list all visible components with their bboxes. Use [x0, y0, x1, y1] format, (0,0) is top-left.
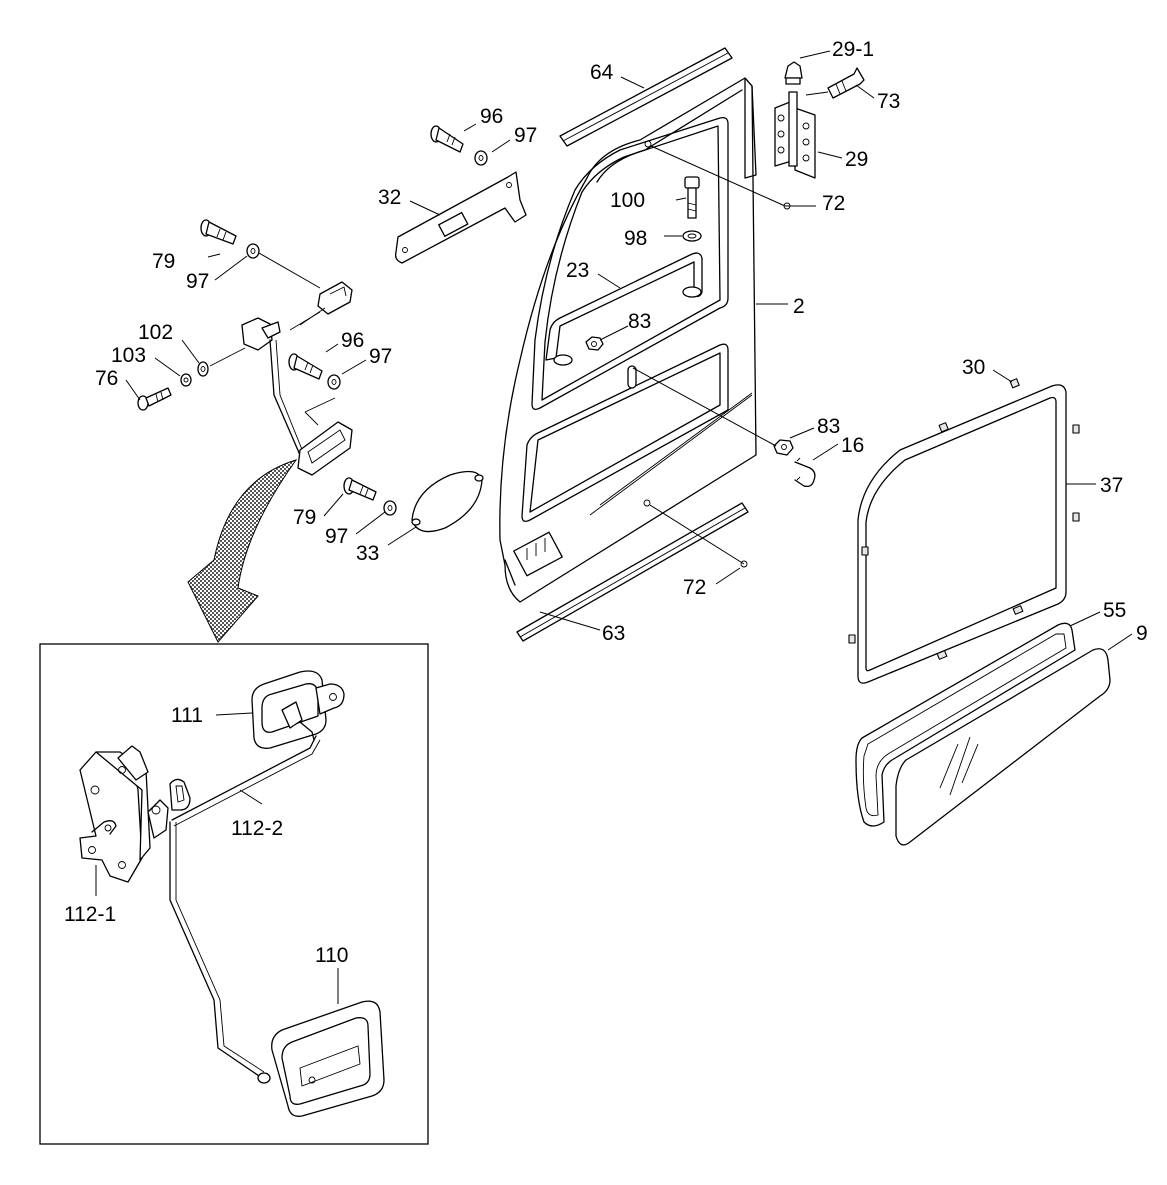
washer-103: [180, 373, 192, 387]
washer-97d: [383, 500, 397, 516]
callout-55: 55: [1103, 599, 1126, 622]
callout-98: 98: [624, 227, 647, 250]
bolt-100: [684, 176, 700, 219]
callout-97-top: 97: [514, 124, 537, 147]
callout-72-top: 72: [822, 192, 845, 215]
lock-body-small: [209, 317, 281, 367]
callout-2: 2: [793, 295, 805, 318]
washer-97a: [474, 150, 488, 166]
callout-112-1: 112-1: [64, 903, 116, 926]
bracket-32: [394, 171, 527, 264]
callout-96-mid: 96: [341, 329, 364, 352]
callout-111: 111: [171, 704, 203, 727]
grab-handle-23: [545, 252, 703, 366]
callout-labels: 64 29-1 73 96 97 29 32 100 72 98 79 97 2…: [64, 38, 1148, 967]
nut-83a: [585, 336, 604, 351]
top-rail-64: [559, 47, 733, 147]
bolt-79a: [200, 219, 237, 245]
washer-97b: [246, 243, 260, 259]
nut-83b: [773, 439, 794, 456]
screw-76: [137, 387, 172, 411]
hinge-29: [774, 61, 865, 179]
callout-103: 103: [111, 344, 146, 367]
callout-16: 16: [841, 434, 864, 457]
callout-29: 29: [845, 148, 868, 171]
callout-72-low: 72: [683, 576, 706, 599]
callout-79-top: 79: [152, 250, 175, 273]
detail-inner-handle-110: [271, 1000, 385, 1117]
bolt-79b: [343, 477, 377, 501]
callout-100: 100: [610, 189, 645, 212]
outer-handle-small: [289, 281, 353, 331]
bottom-rail-63: [516, 502, 749, 642]
seal-55: [855, 622, 1076, 827]
washer-98: [682, 230, 702, 242]
callout-97-left: 97: [186, 270, 209, 293]
callout-110: 110: [315, 944, 348, 967]
callout-112-2: 112-2: [231, 817, 283, 840]
bolt-96a: [430, 125, 464, 153]
inner-handle-small: [297, 397, 353, 476]
callout-83-top: 83: [628, 310, 651, 333]
callout-97-low: 97: [325, 525, 348, 548]
callout-83-right: 83: [817, 415, 840, 438]
seal-frame-37: [848, 378, 1080, 684]
callout-37: 37: [1100, 474, 1123, 497]
cover-33: [411, 470, 484, 533]
callout-32: 32: [378, 186, 401, 209]
glass-9: [895, 648, 1111, 846]
u-bolt-16: [794, 457, 816, 488]
bolt-96b: [288, 353, 323, 380]
callout-102: 102: [138, 321, 173, 344]
callout-76: 76: [95, 367, 118, 390]
callout-64: 64: [590, 61, 614, 84]
callout-29-1: 29-1: [832, 38, 874, 61]
detail-rods-112-2: [169, 735, 321, 1084]
callout-63: 63: [602, 622, 625, 645]
detail-outer-handle-111: [251, 670, 345, 749]
callout-79-low: 79: [293, 506, 316, 529]
callout-23: 23: [566, 259, 589, 282]
door-vent: [513, 531, 563, 577]
detail-frame: [39, 643, 429, 1145]
callout-9: 9: [1136, 622, 1148, 645]
detail-arrow: [187, 459, 298, 643]
callout-96-top: 96: [480, 105, 503, 128]
washer-102: [197, 361, 209, 377]
callout-73: 73: [877, 90, 900, 113]
callout-97-mid: 97: [369, 345, 392, 368]
callout-33: 33: [356, 542, 379, 565]
washer-97c: [327, 374, 341, 390]
detail-lock-112-1: [79, 745, 191, 883]
leader-lines: [95, 50, 1133, 1004]
callout-30: 30: [962, 356, 985, 379]
